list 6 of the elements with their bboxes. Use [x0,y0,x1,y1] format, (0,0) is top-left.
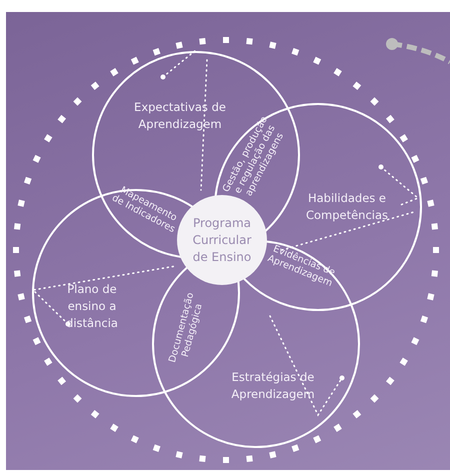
petal-label: Expectativas de Aprendizagem [133,99,227,133]
petal-label: Plano de ensino a distância [65,281,119,332]
hub-label: Programa Curricular de Ensino [192,215,252,266]
petal-label: Habilidades e Competências [304,190,390,224]
petal-label: Estratégias de Aprendizagem [230,369,316,403]
hub-circle [177,195,267,285]
